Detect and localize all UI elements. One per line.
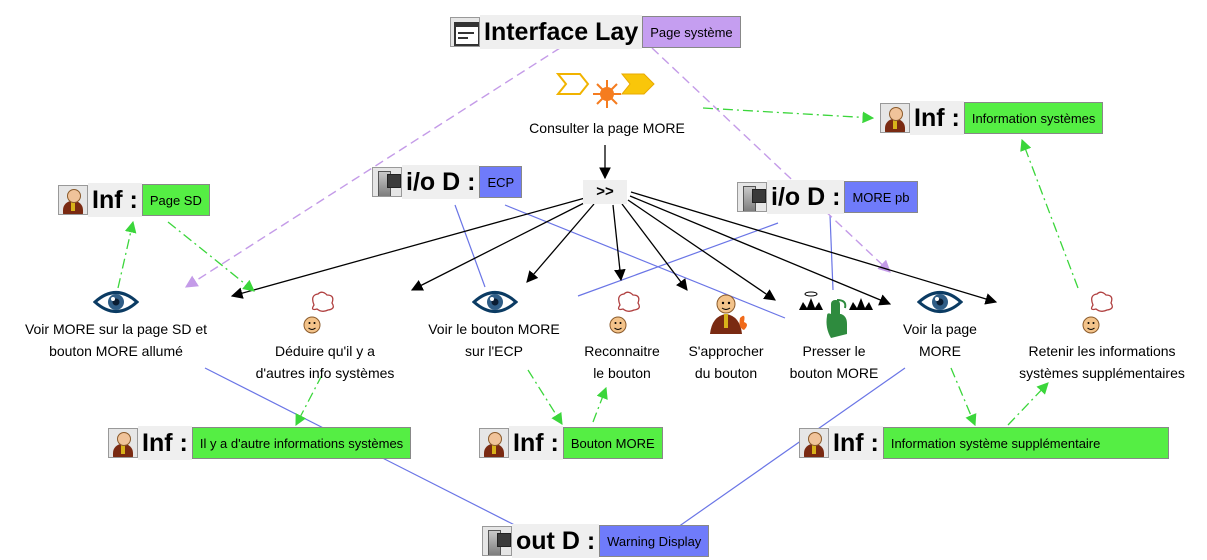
- window-icon: [450, 17, 480, 47]
- task-presser[interactable]: Presser le bouton MORE: [779, 340, 889, 384]
- task-voir-sd-line2: bouton MORE allumé: [49, 343, 183, 359]
- hierarchy-op-voir-sd: [230, 197, 586, 299]
- abstract-task-icon: [555, 68, 658, 116]
- object-tag: ECP: [479, 166, 523, 198]
- task-voir-ecp[interactable]: Voir le bouton MORE sur l'ECP: [408, 318, 580, 362]
- task-voir-sd-line1: Voir MORE sur la page SD et: [24, 321, 208, 337]
- task-voir-ecp-line2: sur l'ECP: [465, 343, 523, 359]
- object-label: Inf :: [88, 183, 142, 217]
- eye-icon: [92, 289, 140, 320]
- person-icon: [799, 428, 829, 458]
- task-retenir-line2: systèmes supplémentaires: [1019, 365, 1185, 381]
- hierarchy-op-reconnaitre: [612, 204, 626, 282]
- task-retenir-line1: Retenir les informations: [1028, 343, 1176, 359]
- flow-voir-ecp-bouton: [527, 369, 563, 425]
- inherit-links: [184, 47, 891, 288]
- object-tag: Information système supplémentaire: [882, 427, 1169, 459]
- root-object[interactable]: Interface Lay Page système: [450, 13, 741, 51]
- hierarchy-op-voir-ecp-2: [526, 203, 595, 283]
- flow-bouton-reconnaitre: [592, 386, 608, 423]
- object-bouton-more[interactable]: Inf : Bouton MORE: [479, 424, 663, 462]
- task-presser-line1: Presser le: [802, 343, 866, 359]
- task-reconnaitre-line1: Reconnaitre: [584, 343, 660, 359]
- object-tag: Il y a d'autre informations systèmes: [191, 427, 412, 459]
- task-approcher-line2: du bouton: [694, 365, 758, 381]
- operator-enable[interactable]: >>: [583, 180, 627, 204]
- task-voir-page-line1: Voir la page: [903, 321, 977, 337]
- flow-consulter-info-systemes: [702, 107, 875, 124]
- object-tag: MORE pb: [844, 181, 918, 213]
- task-voir-ecp-line1: Voir le bouton MORE: [428, 321, 560, 337]
- person-icon: [479, 428, 509, 458]
- task-voir-page[interactable]: Voir la page MORE: [890, 318, 990, 362]
- press-button-icon: [795, 288, 873, 345]
- task-presser-line2: bouton MORE: [789, 365, 879, 381]
- eye-icon: [916, 289, 964, 320]
- task-retenir[interactable]: Retenir les informations systèmes supplé…: [997, 340, 1207, 384]
- object-label: out D :: [512, 524, 600, 558]
- object-label: Inf :: [829, 426, 883, 460]
- flow-page-sd-deduire: [167, 221, 255, 292]
- root-object-label: Interface Lay: [480, 15, 643, 49]
- object-info-systemes[interactable]: Inf : Information systèmes: [880, 99, 1104, 137]
- object-label: i/o D :: [767, 180, 845, 214]
- cognition-icon: [1079, 291, 1115, 340]
- object-label: Inf :: [910, 101, 964, 135]
- person-icon: [58, 185, 88, 215]
- object-page-sd[interactable]: Inf : Page SD: [58, 181, 210, 219]
- object-info-supp[interactable]: Inf : Information système supplémentaire: [799, 424, 1169, 462]
- task-reconnaitre[interactable]: Reconnaitre le bouton: [572, 340, 672, 384]
- object-tag: Page SD: [141, 184, 210, 216]
- hierarchy-op-approcher: [621, 203, 688, 291]
- object-tag: Bouton MORE: [562, 427, 663, 459]
- flow-retenir-info-systemes: [1020, 138, 1079, 289]
- hierarchy-links: [230, 145, 998, 306]
- object-autre-info[interactable]: Inf : Il y a d'autre informations systèm…: [108, 424, 412, 462]
- object-warning[interactable]: out D : Warning Display: [482, 522, 710, 560]
- object-tag: Warning Display: [599, 525, 710, 557]
- object-ecp[interactable]: i/o D : ECP: [372, 163, 523, 201]
- inherit-root-voir-page: [651, 47, 891, 273]
- task-deduire-line2: d'autres info systèmes: [255, 365, 395, 381]
- task-voir-sd[interactable]: Voir MORE sur la page SD et bouton MORE …: [0, 318, 232, 362]
- object-label: Inf :: [509, 426, 563, 460]
- object-more-pb[interactable]: i/o D : MORE pb: [737, 178, 918, 216]
- machine-icon: [372, 167, 402, 197]
- device-link-morepb-reconnaitre: [577, 222, 779, 297]
- device-link-morepb-presser: [829, 214, 834, 291]
- task-deduire[interactable]: Déduire qu'il y a d'autres info systèmes: [240, 340, 410, 384]
- task-voir-page-line2: MORE: [919, 343, 961, 359]
- eye-icon: [471, 289, 519, 320]
- motor-icon: [706, 292, 752, 341]
- machine-icon: [482, 526, 512, 556]
- cognition-icon: [606, 291, 642, 340]
- task-consulter-label: Consulter la page MORE: [529, 120, 685, 136]
- task-deduire-line1: Déduire qu'il y a: [275, 343, 375, 359]
- machine-icon: [737, 182, 767, 212]
- object-tag: Information systèmes: [963, 102, 1104, 134]
- root-object-tag: Page système: [642, 16, 741, 48]
- device-link-ecp-voir-ecp: [454, 204, 486, 288]
- object-label: i/o D :: [402, 165, 480, 199]
- person-icon: [108, 428, 138, 458]
- task-approcher-line1: S'approcher: [688, 343, 764, 359]
- object-label: Inf :: [138, 426, 192, 460]
- person-icon: [880, 103, 910, 133]
- task-reconnaitre-line2: le bouton: [593, 365, 651, 381]
- hierarchy-op-voir-ecp: [410, 200, 589, 291]
- flow-voir-page-info-supp: [950, 367, 977, 427]
- task-consulter[interactable]: Consulter la page MORE: [507, 117, 707, 139]
- task-approcher[interactable]: S'approcher du bouton: [674, 340, 778, 384]
- cognition-icon: [300, 291, 336, 340]
- flow-info-supp-retenir: [1007, 382, 1049, 426]
- flow-voir-sd-page-sd: [117, 220, 137, 289]
